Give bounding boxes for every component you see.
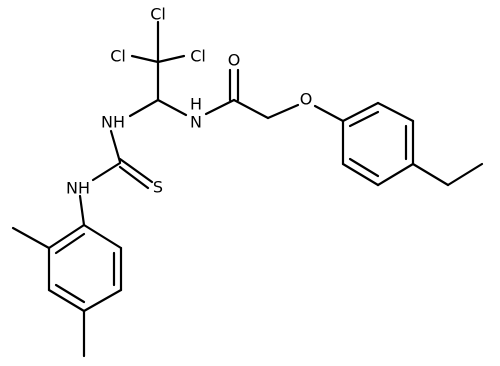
bond-ring2-inner-1 [348, 110, 380, 128]
ether-oxygen-label: O [300, 90, 313, 109]
chlorine-top-label: Cl [150, 5, 166, 24]
bonds [11, 20, 484, 358]
bond-ring2-a [341, 101, 380, 123]
bond-ring1-a [47, 223, 86, 250]
bond-c-s-double-1 [118, 157, 154, 184]
bond-ring1-d [82, 288, 123, 313]
chlorine-right-label: Cl [190, 47, 206, 66]
bond-ring1-inner-1 [54, 283, 86, 304]
bond-c-s-double-2 [118, 165, 150, 190]
sulfur-label: S [153, 178, 163, 197]
bond-ch-nh-amide [156, 98, 188, 117]
bond-methyl-ortho [11, 226, 51, 250]
bond-ring1-f [82, 223, 123, 250]
bond-c-nh-lower [91, 161, 122, 182]
bond-o-ether-ring [313, 104, 345, 123]
bond-ring2-e [341, 162, 380, 187]
bond-ch-nh-left [128, 98, 160, 118]
bond-ring1-inner-3 [54, 232, 86, 255]
bond-ethyl-1 [411, 162, 450, 187]
bond-ring1-c [47, 288, 86, 313]
carbonyl-oxygen-label: O [228, 51, 241, 70]
bond-nh-c-thio [109, 129, 122, 164]
bond-ccl3-cl-right [156, 54, 186, 64]
bond-carbonyl-ch2 [232, 98, 270, 120]
atom-labels: Cl Cl Cl N H O O NH NH S [66, 5, 312, 198]
bond-nh-carbonyl-c [204, 98, 236, 116]
thiourea-nh-lower-label: NH [66, 179, 90, 198]
bond-ring2-d [376, 162, 415, 187]
bond-ch2-o-ether [266, 103, 300, 120]
bond-ring2-inner-3 [348, 157, 380, 178]
amide-nitrogen-label: N [190, 113, 202, 132]
bond-ring2-b [376, 101, 415, 123]
bond-ccl3-cl-left [130, 54, 160, 64]
chlorine-left-label: Cl [110, 47, 126, 66]
amide-hydrogen-label: H [190, 95, 202, 114]
thiourea-nh-upper-label: NH [101, 113, 125, 132]
bond-nh-ring1 [78, 194, 86, 227]
bond-ethyl-2 [446, 162, 484, 187]
